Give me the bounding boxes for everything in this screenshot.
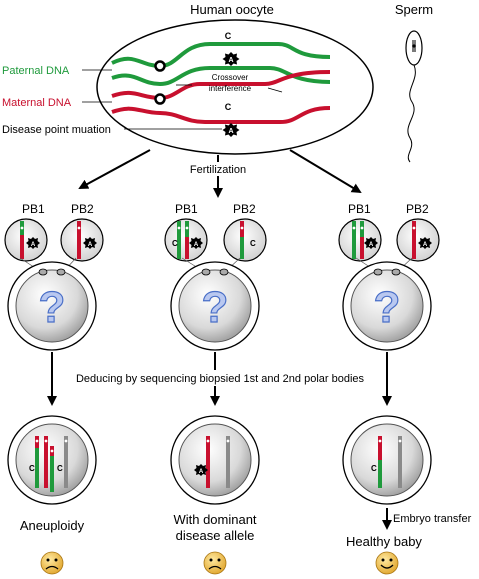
sperm-tail <box>407 64 416 163</box>
paternal-strand-1 <box>111 42 331 69</box>
allele-a-pb2-right: A <box>423 242 428 248</box>
allele-a-1: A <box>228 57 233 64</box>
embryo-right: PB1 PB2 A A ? <box>338 202 440 351</box>
allele-a-pb2-left: A <box>88 242 93 248</box>
outcome-aneuploidy: Aneuploidy <box>20 518 85 533</box>
allele-c-paternal-top: C <box>225 31 232 41</box>
unknown-question-mark-left: ? <box>39 283 66 332</box>
allele-c-pb1-middle: C <box>172 239 178 248</box>
mutation-star-pb1-left: A <box>26 237 40 249</box>
allele-c-result-left-2: C <box>57 464 63 473</box>
mutation-star-2: A <box>222 123 240 137</box>
oocyte-title: Human oocyte <box>190 2 274 17</box>
mutation-star-result-middle: A <box>194 464 208 476</box>
outcome-healthy-baby: Healthy baby <box>346 534 422 549</box>
allele-c-maternal: C <box>225 102 232 112</box>
embryo-transfer-label: Embryo transfer <box>393 513 472 525</box>
pb1-label-middle: PB1 <box>175 202 198 216</box>
allele-a-2: A <box>228 128 233 135</box>
maternal-strand-1 <box>111 70 331 101</box>
embryo-middle: PB1 PB2 C A C ? <box>164 202 267 351</box>
happy-face-icon <box>375 551 399 575</box>
allele-a-pb1-right: A <box>369 242 374 248</box>
pb1-circle-left <box>4 218 48 262</box>
fertilization-label: Fertilization <box>190 164 246 176</box>
mutation-star-pb1-middle: A <box>189 237 203 249</box>
sperm: Sperm <box>395 2 433 163</box>
allele-a-result-middle: A <box>199 469 204 475</box>
embryo-left: PB1 PB2 A A ? <box>4 202 104 351</box>
crossover-label-2: interference <box>209 84 252 93</box>
allele-a-pb1-left: A <box>31 242 36 248</box>
mutation-label: Disease point muation <box>2 124 111 136</box>
zygote-inner-right <box>350 269 424 343</box>
deducing-bg <box>60 370 382 386</box>
result-embryo-middle: A <box>170 415 260 505</box>
centromere-maternal <box>154 93 166 105</box>
centromere-paternal <box>154 60 166 72</box>
allele-c-result-left-1: C <box>29 464 35 473</box>
outcome-dominant-line2: disease allele <box>176 528 255 543</box>
pb2-circle-right <box>396 218 440 262</box>
crossover-label-1: Crossover <box>212 73 249 82</box>
mutation-star-pb2-left: A <box>83 237 97 249</box>
pb2-circle-middle <box>223 218 267 262</box>
oocyte: Human oocyte C A C A Crossover interfere… <box>96 2 374 155</box>
deducing-label: Deducing by sequencing biopsied 1st and … <box>76 373 365 385</box>
sad-face-icon <box>40 551 64 575</box>
pb2-circle-left <box>60 218 104 262</box>
pb2-label-left: PB2 <box>71 202 94 216</box>
mutation-star-1: A <box>222 52 240 66</box>
allele-c-pb2-middle: C <box>250 239 256 248</box>
outcome-dominant-line1: With dominant <box>173 512 256 527</box>
arrow-to-right <box>289 149 362 194</box>
maternal-strand-2 <box>111 106 331 124</box>
zygote-inner-left <box>15 269 89 343</box>
maternal-dna-label: Maternal DNA <box>2 97 72 109</box>
result-embryo-right: C <box>342 415 432 505</box>
pb1-label-left: PB1 <box>22 202 45 216</box>
sperm-label: Sperm <box>395 2 433 17</box>
zygote-inner-middle <box>178 269 252 343</box>
sad-face-icon <box>203 551 227 575</box>
allele-c-result-right: C <box>371 464 377 473</box>
pb1-label-right: PB1 <box>348 202 371 216</box>
result-embryo-left: C C <box>7 415 97 505</box>
arrow-to-left <box>78 149 151 189</box>
pb2-label-right: PB2 <box>406 202 429 216</box>
pb2-label-middle: PB2 <box>233 202 256 216</box>
mutation-star-pb2-right: A <box>418 237 432 249</box>
crossover-pointer-right <box>267 87 283 93</box>
unknown-question-mark-middle: ? <box>202 283 229 332</box>
paternal-dna-label: Paternal DNA <box>2 65 70 77</box>
unknown-question-mark-right: ? <box>374 283 401 332</box>
mutation-star-pb1-right: A <box>364 237 378 249</box>
fertilization-bg <box>180 162 256 176</box>
allele-a-pb1-middle: A <box>194 242 199 248</box>
